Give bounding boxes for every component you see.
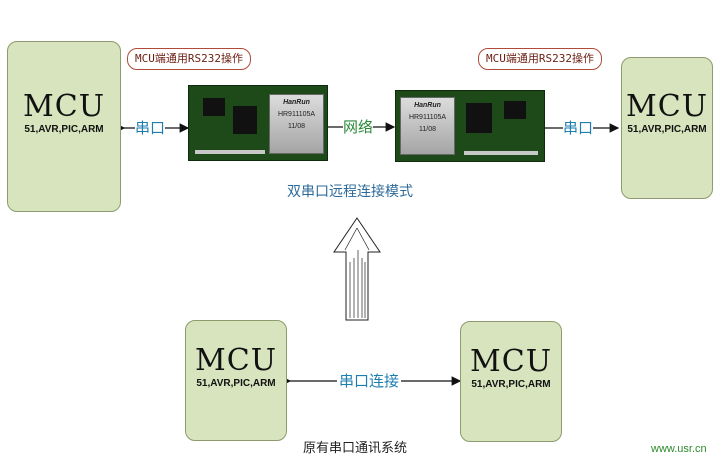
mcu-box-bottom-right: MCU 51,AVR,PIC,ARM: [460, 321, 562, 442]
rj45-jack-left: HanRun HR911105A 11/08: [269, 94, 324, 154]
module-date: 11/08: [419, 126, 436, 133]
website-url: www.usr.cn: [651, 443, 707, 455]
mcu-title: MCU: [470, 344, 552, 379]
ethernet-module-right: HanRun HR911105A 11/08: [395, 90, 545, 162]
pin-header: [464, 151, 538, 155]
module-part: HR911105A: [408, 114, 447, 121]
mcu-title: MCU: [195, 343, 277, 378]
chip: [504, 101, 526, 119]
rj45-jack-right: HanRun HR911105A 11/08: [400, 97, 455, 155]
serial-label-right: 串口: [563, 117, 594, 138]
pin-header: [195, 150, 265, 154]
mcu-subtitle: 51,AVR,PIC,ARM: [627, 124, 707, 135]
chip: [466, 103, 492, 133]
serial-label-left: 串口: [135, 117, 166, 138]
network-label: 网络: [343, 116, 374, 137]
module-brand: HanRun: [283, 99, 310, 106]
mcu-subtitle: 51,AVR,PIC,ARM: [24, 124, 104, 135]
chip: [203, 98, 225, 116]
module-brand: HanRun: [414, 102, 441, 109]
mcu-box-top-right: MCU 51,AVR,PIC,ARM: [621, 57, 713, 199]
rs232-tag-left: MCU端通用RS232操作: [127, 48, 251, 70]
mcu-subtitle: 51,AVR,PIC,ARM: [471, 379, 551, 390]
mcu-title: MCU: [23, 89, 105, 124]
chip: [233, 106, 257, 134]
original-system-caption: 原有串口通讯系统: [303, 441, 408, 456]
mcu-box-bottom-left: MCU 51,AVR,PIC,ARM: [185, 320, 287, 441]
serial-connect-label: 串口连接: [337, 370, 402, 391]
mcu-subtitle: 51,AVR,PIC,ARM: [196, 378, 276, 389]
mcu-box-top-left: MCU 51,AVR,PIC,ARM: [7, 41, 121, 212]
upgrade-arrow: [333, 217, 381, 321]
ethernet-module-left: HanRun HR911105A 11/08: [188, 85, 328, 161]
module-part: HR911105A: [277, 111, 316, 118]
rs232-tag-right: MCU端通用RS232操作: [478, 48, 602, 70]
remote-mode-caption: 双串口远程连接模式: [287, 184, 413, 200]
module-date: 11/08: [288, 123, 305, 130]
mcu-title: MCU: [626, 89, 708, 124]
